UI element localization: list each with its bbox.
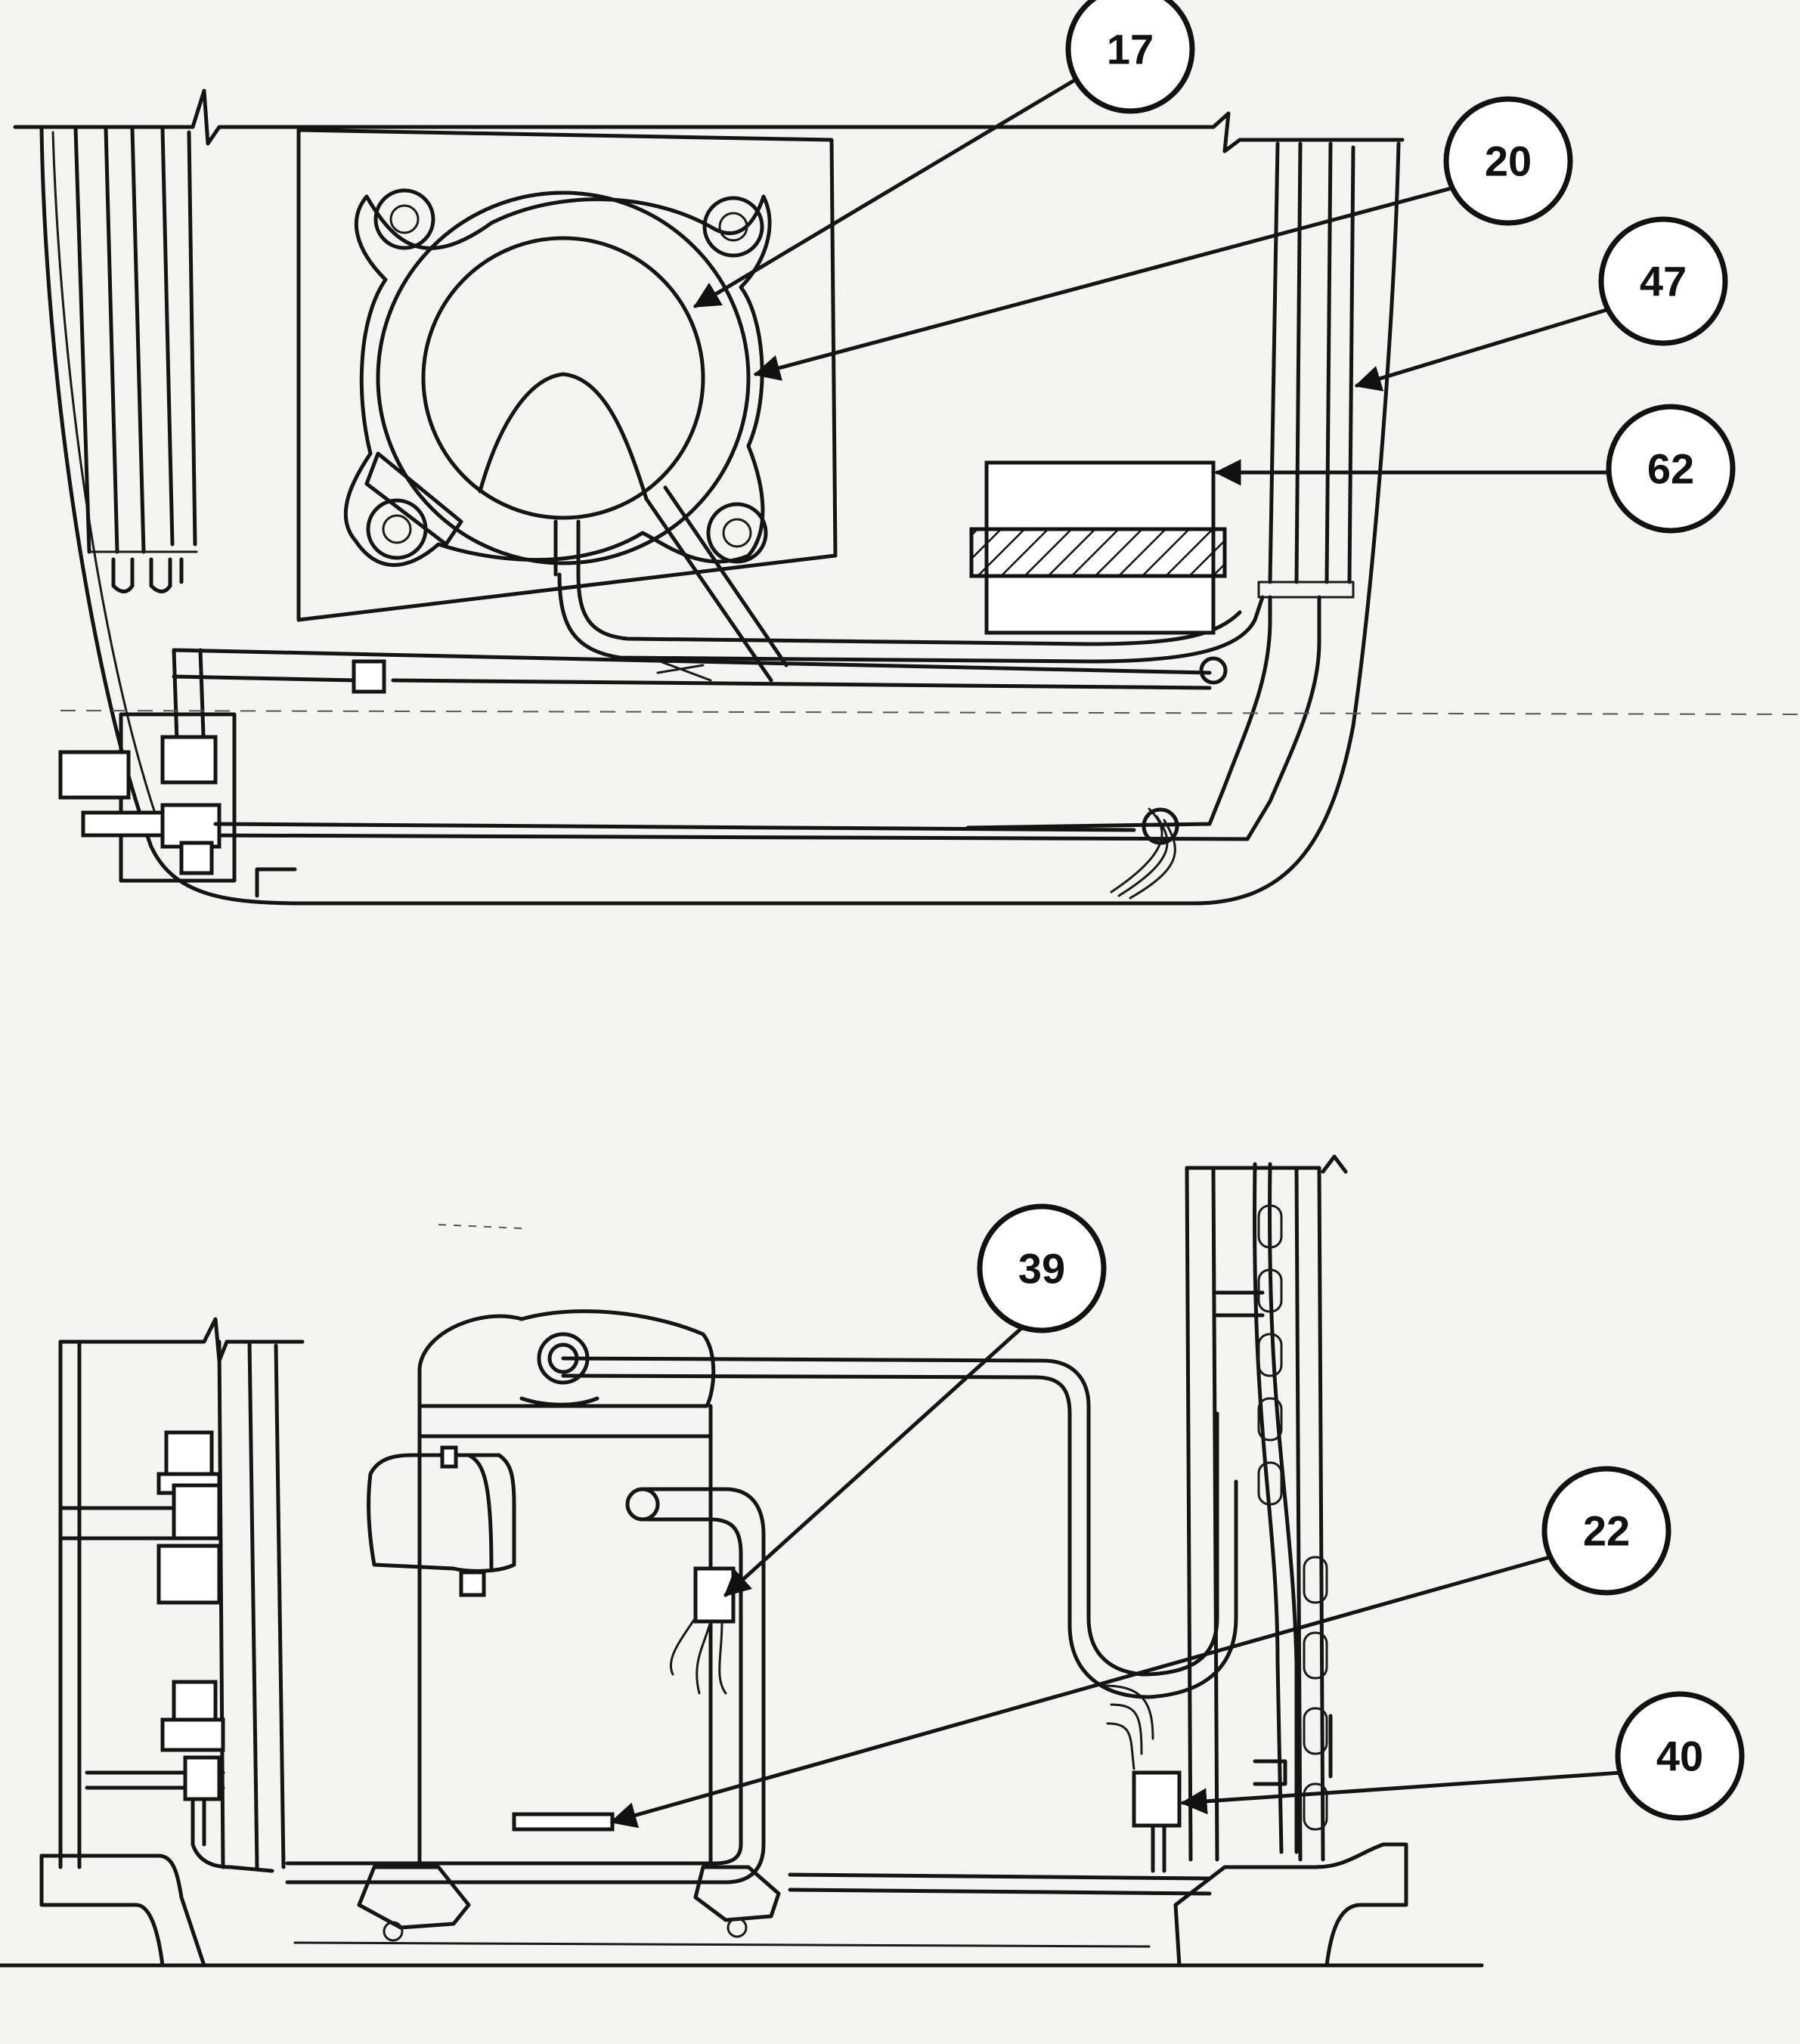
compressor-dome — [421, 236, 705, 520]
callout-17-label: 17 — [1107, 26, 1154, 73]
callout-20-label: 20 — [1485, 138, 1532, 185]
leader-22 — [609, 1555, 1552, 1829]
wire-stub-top — [649, 656, 712, 682]
callout-47-label: 47 — [1640, 258, 1687, 305]
top-break-line — [13, 88, 1405, 153]
suction-line-top-inner — [576, 572, 1242, 646]
callout-62: 62 — [1606, 404, 1736, 534]
sensor-22-body — [512, 1812, 615, 1832]
compressor-base-plate — [296, 128, 838, 622]
unit-casing-outline — [39, 126, 1401, 906]
bottom-view — [0, 1154, 1484, 1968]
liquid-line-top — [172, 648, 1212, 675]
base-rail-right — [1222, 1842, 1408, 1968]
base-rail-left — [39, 1854, 206, 1968]
callout-47: 47 — [1598, 216, 1728, 346]
callout-40-label: 40 — [1656, 1733, 1703, 1780]
left-coil — [73, 126, 198, 593]
liquid-line-side — [788, 1872, 1212, 1881]
liquid-line-top-lower — [172, 674, 1212, 690]
leader-17 — [692, 70, 1091, 308]
suction-line-top — [557, 572, 1265, 664]
discharge-line-inner — [561, 1374, 1238, 1699]
leader-39 — [723, 1313, 1038, 1597]
wire-bundle-top — [1110, 807, 1176, 900]
component-62-box — [969, 460, 1227, 635]
callout-22: 22 — [1541, 1466, 1671, 1596]
callout-22-label: 22 — [1583, 1507, 1630, 1555]
leader-47 — [1354, 308, 1609, 392]
sensor-40 — [1102, 1684, 1182, 1873]
liquid-line-coupling — [352, 659, 386, 694]
callout-40: 40 — [1615, 1691, 1745, 1821]
callout-62-label: 62 — [1647, 445, 1694, 493]
right-coil-side — [1185, 1154, 1348, 1862]
compressor-top — [343, 188, 788, 683]
top-view — [13, 88, 1800, 906]
callout-20: 20 — [1443, 96, 1573, 226]
foot-right — [693, 1865, 781, 1922]
leader-40 — [1180, 1770, 1624, 1815]
centerline-top — [60, 710, 1800, 715]
callouts: 17 20 47 62 39 22 40 — [609, 0, 1745, 1829]
callout-39: 39 — [977, 1203, 1107, 1333]
suction-line-side — [285, 1487, 766, 1885]
callout-17: 17 — [1065, 0, 1195, 114]
compressor-side — [357, 1309, 781, 1942]
left-panel — [58, 1317, 305, 1873]
compressor-outer-ring — [376, 190, 751, 565]
leader-20 — [753, 183, 1465, 381]
foot-left — [357, 1865, 471, 1930]
right-coil — [194, 141, 1355, 841]
service-valves-top — [58, 648, 1136, 898]
callout-39-label: 39 — [1018, 1245, 1065, 1293]
